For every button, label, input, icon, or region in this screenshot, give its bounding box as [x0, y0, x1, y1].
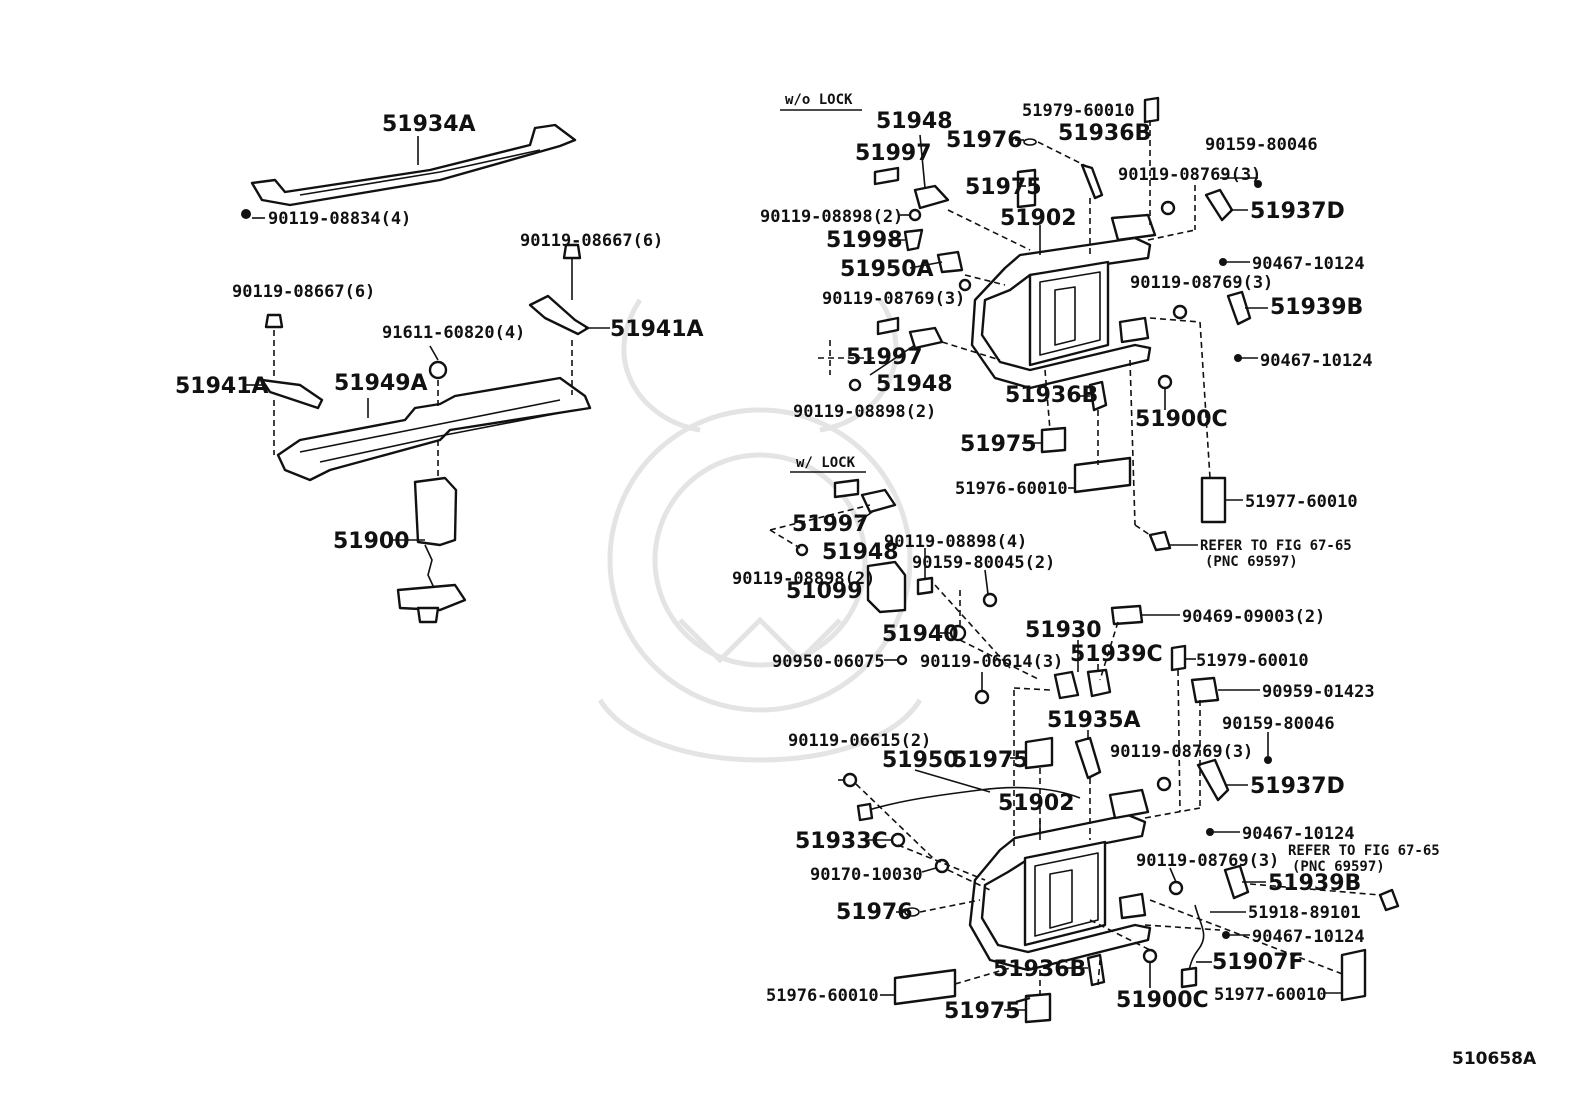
label-91611-60820: 91611-60820(4) — [382, 323, 525, 343]
label-51907F: 51907F — [1212, 950, 1304, 975]
label-51939B-lower: 51939B — [1268, 871, 1361, 896]
label-90159-80046-lower: 90159-80046 — [1222, 714, 1335, 734]
label-90159-80045: 90159-80045(2) — [912, 553, 1055, 573]
label-51948-mid: 51948 — [876, 372, 953, 397]
label-51937D-upper: 51937D — [1250, 199, 1345, 224]
label-51997-top: 51997 — [855, 141, 932, 166]
label-51975-lower-bottom: 51975 — [944, 999, 1021, 1024]
label-51930: 51930 — [1025, 618, 1102, 643]
label-90119-08769-a: 90119-08769(3) — [822, 289, 965, 309]
label-51935A: 51935A — [1047, 708, 1141, 733]
label-90467-10124-lower-a: 90467-10124 — [1242, 824, 1355, 844]
with-lock-section — [769, 471, 1041, 705]
label-51937D-lower: 51937D — [1250, 774, 1345, 799]
label-90119-08769-lower-a: 90119-08769(3) — [1110, 742, 1253, 762]
label-51950A: 51950A — [840, 257, 934, 282]
note-refer-upper-2: (PNC 69597) — [1205, 554, 1298, 570]
label-51900C-upper: 51900C — [1135, 407, 1228, 432]
label-51941A-left: 51941A — [175, 374, 269, 399]
label-90119-08898-4: 90119-08898(4) — [884, 532, 1027, 552]
label-51979-60010: 51979-60010 — [1022, 101, 1135, 121]
label-90119-08834: 90119-08834(4) — [268, 209, 411, 229]
label-90159-80046: 90159-80046 — [1205, 135, 1318, 155]
label-51976-60010-upper: 51976-60010 — [955, 479, 1068, 499]
label-90467-10124-lower-b: 90467-10124 — [1252, 927, 1365, 947]
note-refer-upper-1: REFER TO FIG 67-65 — [1200, 538, 1352, 554]
label-90959-01423: 90959-01423 — [1262, 682, 1375, 702]
label-90119-08667-left: 90119-08667(6) — [232, 282, 375, 302]
label-51902-upper: 51902 — [1000, 206, 1077, 231]
part-51949A-crossmember — [276, 376, 592, 482]
label-90119-08769-lower-b: 90119-08769(3) — [1136, 851, 1279, 871]
label-51975-lower-top: 51975 — [952, 748, 1029, 773]
label-90467-10124-a: 90467-10124 — [1252, 254, 1365, 274]
label-90119-08898-b: 90119-08898(2) — [793, 402, 936, 422]
note-with-lock: w/ LOCK — [796, 455, 856, 471]
label-51902-lower: 51902 — [998, 791, 1075, 816]
label-90119-08769-b: 90119-08769(3) — [1118, 165, 1261, 185]
note-refer-lower-1: REFER TO FIG 67-65 — [1288, 843, 1440, 859]
label-51936B-lower: 51936B — [993, 957, 1086, 982]
label-90119-08898-2-lock: 90119-08898(2) — [732, 569, 875, 589]
label-90119-06615: 90119-06615(2) — [788, 731, 931, 751]
figure-code: 510658A — [1452, 1049, 1537, 1069]
label-90170-10030: 90170-10030 — [810, 865, 923, 885]
label-51918-89101: 51918-89101 — [1248, 903, 1361, 923]
label-90119-08667-right: 90119-08667(6) — [520, 231, 663, 251]
label-51900: 51900 — [333, 529, 410, 554]
label-51936B-bottom: 51936B — [1005, 383, 1098, 408]
note-without-lock: w/o LOCK — [785, 92, 853, 108]
label-51975-bottom: 51975 — [960, 432, 1037, 457]
label-51948-top: 51948 — [876, 109, 953, 134]
label-51900C-lower: 51900C — [1116, 988, 1209, 1013]
label-51976-lower: 51976 — [836, 900, 913, 925]
label-51997-mid: 51997 — [846, 345, 923, 370]
lower-right-assembly — [838, 604, 1400, 1024]
part-51902-frame-upper — [970, 236, 1152, 390]
label-51979-60010-lower: 51979-60010 — [1196, 651, 1309, 671]
part-51950-cable — [861, 786, 1081, 813]
label-51936B-top: 51936B — [1058, 121, 1151, 146]
label-51941A-right: 51941A — [610, 317, 704, 342]
label-90119-06614: 90119-06614(3) — [920, 652, 1063, 672]
part-51934A-bar — [250, 123, 577, 207]
label-90469-09003: 90469-09003(2) — [1182, 607, 1325, 627]
label-90950-06075: 90950-06075 — [772, 652, 885, 672]
label-51948-lock: 51948 — [822, 540, 899, 565]
label-51099: 51099 — [786, 579, 863, 604]
label-90119-08769-c: 90119-08769(3) — [1130, 273, 1273, 293]
label-51940: 51940 — [882, 622, 959, 647]
upper-right-assembly — [780, 96, 1268, 552]
watermark-emblem — [597, 298, 923, 763]
label-51998: 51998 — [826, 228, 903, 253]
part-51900-carrier — [413, 476, 458, 547]
label-51939C: 51939C — [1070, 642, 1163, 667]
label-51950: 51950 — [882, 748, 959, 773]
label-51997-lock: 51997 — [792, 512, 869, 537]
left-assembly — [241, 123, 610, 624]
label-51977-60010-lower: 51977-60010 — [1214, 985, 1327, 1005]
label-51933C: 51933C — [795, 829, 888, 854]
part-51902-frame-lower — [968, 813, 1152, 972]
label-51976: 51976 — [946, 128, 1023, 153]
label-51934A: 51934A — [382, 112, 476, 137]
label-90467-10124-b: 90467-10124 — [1260, 351, 1373, 371]
label-51939B-upper: 51939B — [1270, 295, 1363, 320]
label-51949A: 51949A — [334, 371, 428, 396]
label-90119-08898-a: 90119-08898(2) — [760, 207, 903, 227]
note-refer-lower-2: (PNC 69597) — [1292, 859, 1385, 875]
label-51975-top: 51975 — [965, 175, 1042, 200]
label-51976-60010-lower: 51976-60010 — [766, 986, 879, 1006]
label-51977-60010-upper: 51977-60010 — [1245, 492, 1358, 512]
